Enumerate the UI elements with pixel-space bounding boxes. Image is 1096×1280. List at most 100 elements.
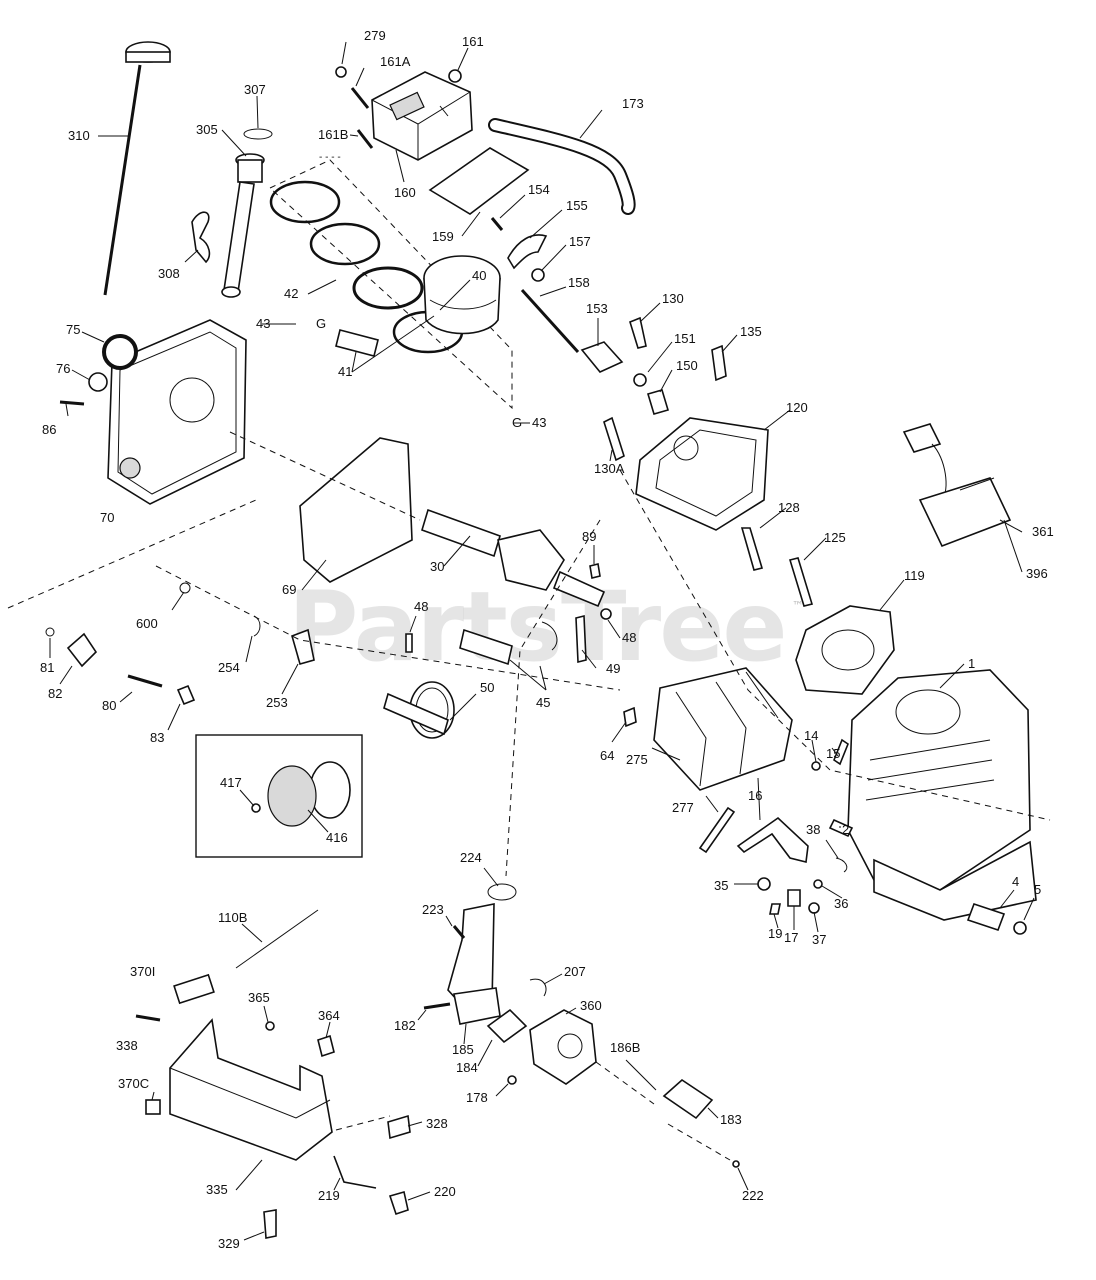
part-valve-125 bbox=[788, 557, 814, 607]
part-bolt-130 bbox=[629, 316, 647, 349]
part-bracket-364 bbox=[317, 1034, 335, 1058]
part-bracket-17 bbox=[787, 889, 801, 907]
part-clip-329 bbox=[263, 1209, 277, 1239]
label-89: 89 bbox=[582, 529, 596, 544]
assembly-line-2 bbox=[229, 431, 421, 521]
part-nut-5 bbox=[1013, 921, 1027, 935]
part-valve-128 bbox=[740, 527, 764, 571]
label-38: 38 bbox=[806, 822, 820, 837]
label-329: 329 bbox=[218, 1236, 240, 1251]
part-seal-151 bbox=[633, 373, 647, 387]
part-lever-16 bbox=[736, 816, 809, 863]
label-2: 2 bbox=[842, 822, 849, 837]
part-washer-81 bbox=[45, 627, 55, 637]
label-45: 45 bbox=[536, 695, 550, 710]
label-76: 76 bbox=[56, 361, 70, 376]
label-75: 75 bbox=[66, 322, 80, 337]
part-key-89 bbox=[589, 563, 601, 579]
leader-lines bbox=[49, 41, 1035, 1241]
label-600: 600 bbox=[136, 616, 158, 631]
label-130: 130 bbox=[662, 291, 684, 306]
label-16: 16 bbox=[748, 788, 762, 803]
label-305: 305 bbox=[196, 122, 218, 137]
label-370I: 370I bbox=[130, 964, 155, 979]
part-washer-600 bbox=[179, 582, 191, 594]
label-43b: 43 bbox=[532, 415, 546, 430]
part-stud-2 bbox=[828, 818, 854, 838]
assembly-line-1 bbox=[7, 499, 257, 609]
part-bolt-161A bbox=[350, 87, 370, 109]
part-bearing-76 bbox=[88, 372, 108, 392]
label-150: 150 bbox=[676, 358, 698, 373]
part-head-gasket bbox=[795, 605, 895, 695]
part-seal-75 bbox=[102, 334, 138, 370]
part-filter-element bbox=[267, 765, 317, 827]
watermark-trademark: ™ bbox=[792, 599, 804, 613]
label-222: 222 bbox=[742, 1188, 764, 1203]
label-161A: 161A bbox=[380, 54, 411, 69]
label-185: 185 bbox=[452, 1042, 474, 1057]
label-307: 307 bbox=[244, 82, 266, 97]
label-161: 161 bbox=[462, 34, 484, 49]
part-screw-222 bbox=[732, 1160, 740, 1168]
part-solenoid-183 bbox=[662, 1078, 714, 1120]
label-160: 160 bbox=[394, 185, 416, 200]
part-screw-14 bbox=[811, 761, 821, 771]
part-o-ring-307 bbox=[243, 128, 273, 140]
part-connecting-rod-49 bbox=[575, 614, 587, 664]
label-364: 364 bbox=[318, 1008, 340, 1023]
part-spring-150 bbox=[647, 389, 669, 415]
label-70: 70 bbox=[100, 510, 114, 525]
label-37: 37 bbox=[812, 932, 826, 947]
label-48b: 48 bbox=[622, 630, 636, 645]
part-stud-4 bbox=[966, 902, 1006, 932]
label-81: 81 bbox=[40, 660, 54, 675]
assembly-line-5 bbox=[619, 469, 1051, 821]
label-338: 338 bbox=[116, 1038, 138, 1053]
label-154: 154 bbox=[528, 182, 550, 197]
part-push-rod-158 bbox=[520, 288, 580, 354]
label-64: 64 bbox=[600, 748, 614, 763]
label-254: 254 bbox=[218, 660, 240, 675]
ring-group-outline bbox=[269, 159, 513, 410]
part-shroud bbox=[169, 1018, 333, 1161]
part-screw-279 bbox=[335, 66, 347, 78]
part-gasket-184 bbox=[486, 1008, 528, 1044]
label-35: 35 bbox=[714, 878, 728, 893]
label-125: 125 bbox=[824, 530, 846, 545]
watermark: PartsTree bbox=[288, 571, 785, 683]
label-417: 417 bbox=[220, 775, 242, 790]
part-bolt-182 bbox=[423, 1002, 451, 1010]
label-161B: 161B bbox=[318, 127, 348, 142]
part-bolt-223 bbox=[452, 925, 466, 939]
label-396: 396 bbox=[1026, 566, 1048, 581]
label-157: 157 bbox=[569, 234, 591, 249]
label-275: 275 bbox=[626, 752, 648, 767]
label-42: 42 bbox=[284, 286, 298, 301]
label-173: 173 bbox=[622, 96, 644, 111]
part-crankcase-cover bbox=[107, 319, 247, 505]
part-screw-19 bbox=[769, 903, 781, 915]
label-1: 1 bbox=[968, 656, 975, 671]
part-dipstick bbox=[103, 41, 171, 296]
label-178: 178 bbox=[466, 1090, 488, 1105]
part-rocker-arm-155 bbox=[507, 234, 548, 270]
part-screw-48b bbox=[600, 608, 612, 620]
part-knob-220 bbox=[388, 1190, 409, 1216]
part-cup-83 bbox=[176, 684, 196, 706]
part-governor-82 bbox=[66, 632, 98, 668]
part-shaft-80 bbox=[127, 674, 163, 688]
label-86: 86 bbox=[42, 422, 56, 437]
label-19: 19 bbox=[768, 926, 782, 941]
label-14: 14 bbox=[804, 728, 818, 743]
label-30: 30 bbox=[430, 559, 444, 574]
assembly-line-8 bbox=[595, 1061, 655, 1105]
label-82: 82 bbox=[48, 686, 62, 701]
label-17: 17 bbox=[784, 930, 798, 945]
label-43a: 43 bbox=[256, 316, 270, 331]
assembly-line-3 bbox=[155, 565, 621, 691]
label-361: 361 bbox=[1032, 524, 1054, 539]
part-cylinder-head bbox=[635, 417, 769, 531]
svg-text:- - - -: - - - - bbox=[319, 152, 341, 163]
